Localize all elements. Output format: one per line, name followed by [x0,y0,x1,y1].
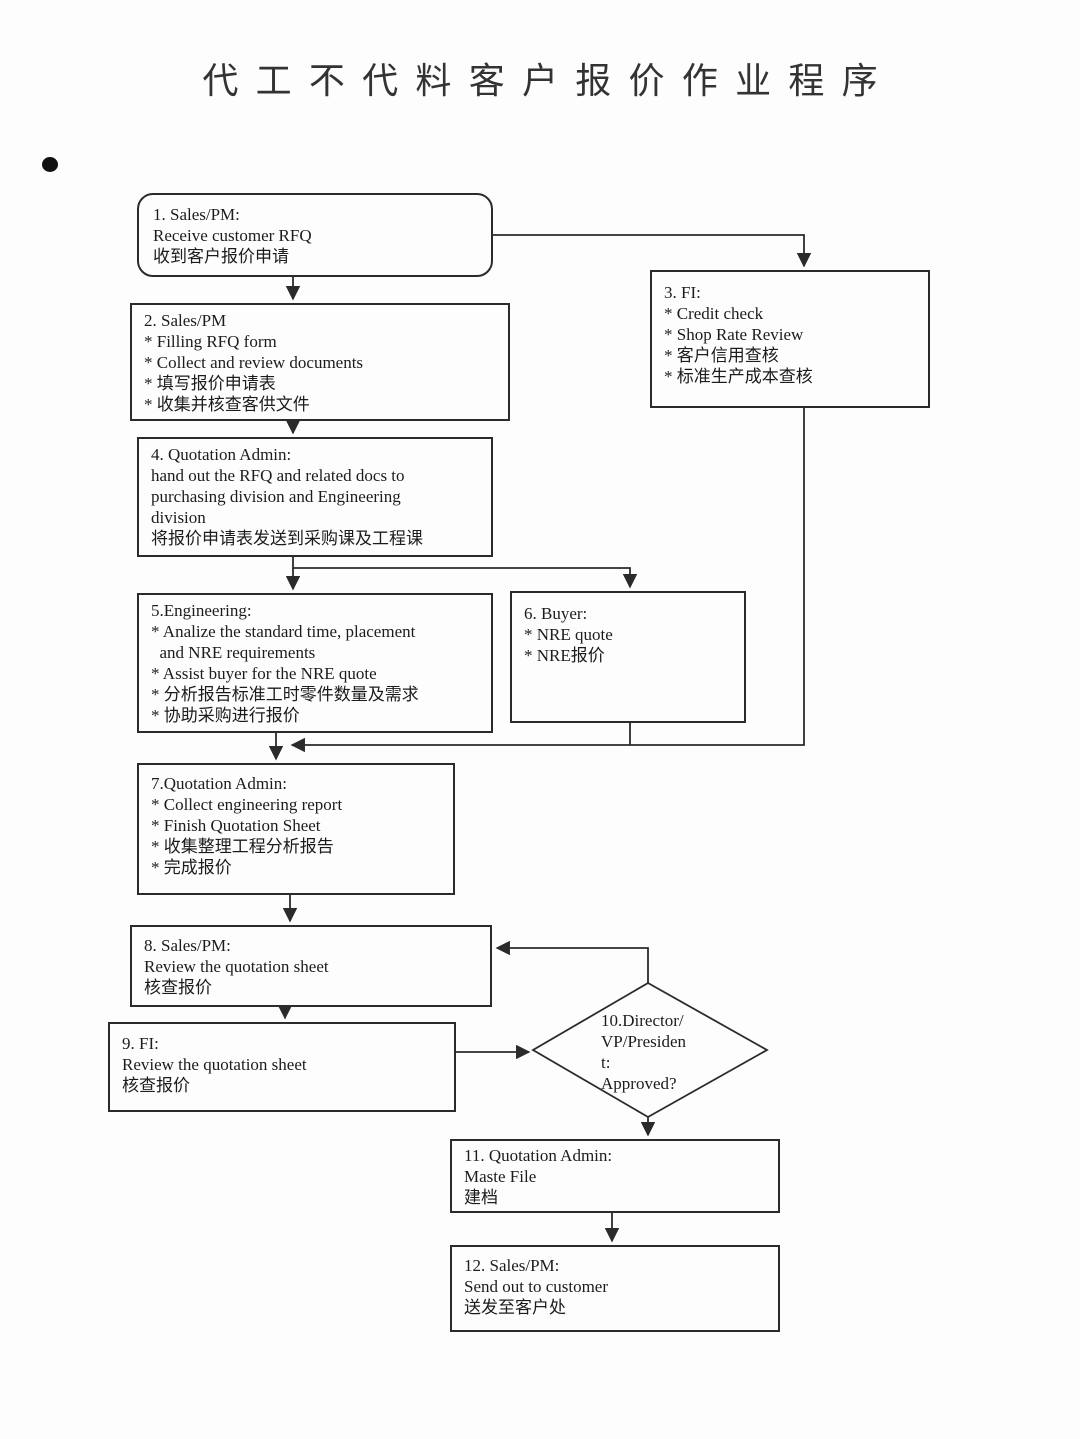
node-6-buyer: 6. Buyer: * NRE quote * NRE报价 [510,591,746,723]
node-text-line: 收到客户报价申请 [153,247,289,266]
node-text-line: 核查报价 [144,978,212,997]
connector-n1-n3 [493,234,812,268]
node-text-line: * Collect and review documents [144,353,364,372]
node-text-line: * 协助采购进行报价 [151,706,300,725]
node-text-line: VP/Presiden [601,1032,686,1051]
node-3-fi: 3. FI: * Credit check * Shop Rate Review… [650,270,930,408]
node-text-line: 8. Sales/PM: [144,936,231,955]
node-text-line: 建档 [464,1188,498,1207]
node-text-line: * 分析报告标准工时零件数量及需求 [151,685,419,704]
node-text-line: Receive customer RFQ [153,226,312,245]
node-text-line: Review the quotation sheet [144,957,329,976]
node-text-line: purchasing division and Engineering [151,487,401,506]
node-text-line: * Analize the standard time, placement [151,622,416,641]
node-text-line: * 客户信用查核 [664,346,779,365]
decision-diamond-shape [531,981,769,1119]
node-text-line: Approved? [601,1074,677,1093]
node-text-line: 送发至客户处 [464,1298,566,1317]
node-text-line: 将报价申请表发送到采购课及工程课 [151,529,423,548]
connector-n4-split-n6 [292,557,638,589]
node-2-sales-pm: 2. Sales/PM * Filling RFQ form * Collect… [130,303,510,421]
node-text-line: 5.Engineering: [151,601,252,620]
node-9-fi: 9. FI: Review the quotation sheet 核查报价 [108,1022,456,1112]
connector-n3-join [290,408,805,753]
node-text-line: 2. Sales/PM [144,311,227,330]
node-text-line: * NRE quote [524,625,613,644]
node-5-engineering: 5.Engineering: * Analize the standard ti… [137,593,493,733]
node-text-line: 4. Quotation Admin: [151,445,292,464]
node-text-line: division [151,508,206,527]
node-text-line: * 收集并核查客供文件 [144,395,310,414]
node-text-line: * Filling RFQ form [144,332,277,351]
node-text-line: * 完成报价 [151,858,232,877]
node-11-quotation-admin: 11. Quotation Admin: Maste File 建档 [450,1139,780,1213]
node-text-line: 9. FI: [122,1034,159,1053]
node-text-line: * Credit check [664,304,764,323]
node-text-line: Maste File [464,1167,537,1186]
node-8-sales-pm: 8. Sales/PM: Review the quotation sheet … [130,925,492,1007]
node-10-decision: 10.Director/ VP/Presiden t: Approved? [601,1010,751,1094]
connector-n10-n8-loop [495,940,649,983]
node-text-line: 12. Sales/PM: [464,1256,560,1275]
node-text-line: * 标准生产成本查核 [664,367,813,386]
page-title: 代工不代料客户报价作业程序 [202,61,895,101]
node-text-line: and NRE requirements [151,643,316,662]
node-text-line: hand out the RFQ and related docs to [151,466,405,485]
node-text-line: * 填写报价申请表 [144,374,276,393]
node-4-quotation-admin: 4. Quotation Admin: hand out the RFQ and… [137,437,493,557]
node-text-line: * NRE报价 [524,646,605,665]
node-text-line: 7.Quotation Admin: [151,774,287,793]
node-text-line: 6. Buyer: [524,604,588,623]
node-text-line: * Finish Quotation Sheet [151,816,321,835]
node-text-line: 11. Quotation Admin: [464,1146,613,1165]
node-12-sales-pm: 12. Sales/PM: Send out to customer 送发至客户… [450,1245,780,1332]
node-text-line: * 收集整理工程分析报告 [151,837,334,856]
node-text-line: Review the quotation sheet [122,1055,307,1074]
node-text-line: 10.Director/ [601,1011,684,1030]
node-text-line: Send out to customer [464,1277,609,1296]
node-text-line: * Assist buyer for the NRE quote [151,664,377,683]
bullet-dot [42,157,58,172]
node-7-quotation-admin: 7.Quotation Admin: * Collect engineering… [137,763,455,895]
node-text-line: 1. Sales/PM: [153,205,240,224]
node-text-line: * Shop Rate Review [664,325,804,344]
node-text-line: 3. FI: [664,283,701,302]
node-1-sales-pm: 1. Sales/PM: Receive customer RFQ 收到客户报价… [137,193,493,277]
node-text-line: 核查报价 [122,1076,190,1095]
node-text-line: * Collect engineering report [151,795,343,814]
node-text-line: t: [601,1053,611,1072]
